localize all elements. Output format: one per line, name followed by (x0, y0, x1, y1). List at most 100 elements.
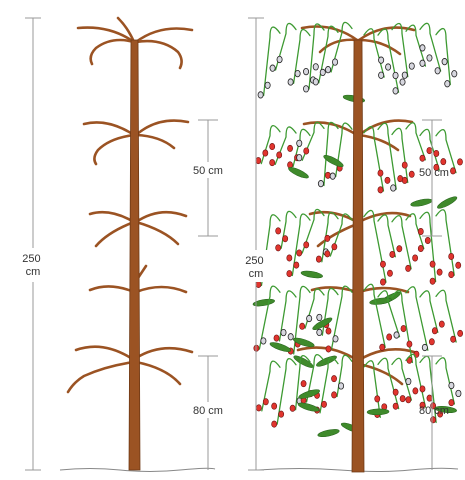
unripe-fruit (317, 314, 322, 320)
vine-stem (281, 211, 296, 248)
ripe-fruit (276, 228, 281, 234)
ripe-fruit (297, 250, 302, 256)
vine-stem (337, 355, 352, 396)
ripe-fruit (380, 261, 385, 267)
ripe-fruit (401, 325, 406, 331)
ripe-fruit (425, 237, 430, 243)
leaf (367, 409, 389, 416)
ripe-fruit (256, 157, 261, 163)
ripe-fruit (402, 177, 407, 183)
unripe-fruit (427, 55, 432, 61)
leaf (300, 270, 323, 280)
ripe-fruit (413, 388, 418, 394)
ripe-fruit (332, 244, 337, 250)
ripe-fruit (272, 403, 277, 409)
unripe-fruit (295, 70, 300, 76)
unripe-fruit (393, 72, 398, 78)
unripe-fruit (313, 79, 318, 85)
ripe-fruit (456, 262, 461, 268)
ripe-fruit (406, 265, 411, 271)
unripe-fruit (288, 334, 293, 340)
vine-stem (436, 358, 454, 404)
unripe-fruit (332, 59, 337, 65)
ripe-fruit (449, 253, 454, 259)
unripe-fruit (320, 69, 325, 75)
vine-stem (378, 358, 399, 408)
leaf (317, 428, 340, 438)
ripe-fruit (430, 261, 435, 267)
ripe-fruit (279, 411, 284, 417)
ripe-fruit (430, 278, 435, 284)
ripe-fruit (429, 339, 434, 345)
ripe-fruit (301, 380, 306, 386)
ripe-fruit (287, 145, 292, 151)
ripe-fruit (402, 162, 407, 168)
ripe-fruit (256, 405, 261, 411)
leaf (297, 401, 320, 413)
right-upper-spacing-label: 50 cm (419, 167, 449, 179)
unripe-fruit (422, 344, 427, 350)
right-total-line-2: cm (249, 268, 264, 280)
left-total-line-2: cm (26, 266, 41, 278)
ripe-fruit (270, 159, 275, 165)
unripe-fruit (420, 60, 425, 66)
ripe-fruit (385, 177, 390, 183)
ripe-fruit (387, 334, 392, 340)
ripe-fruit (321, 401, 326, 407)
unripe-fruit (449, 382, 454, 388)
ripe-fruit (272, 421, 277, 427)
ripe-fruit (400, 395, 405, 401)
ripe-fruit (413, 255, 418, 261)
vine-stem (275, 127, 296, 164)
ripe-fruit (420, 155, 425, 161)
ripe-fruit (427, 395, 432, 401)
ripe-fruit (331, 392, 336, 398)
unripe-fruit (452, 71, 457, 77)
left-upper-spacing-label: 50 cm (193, 165, 223, 177)
ripe-fruit (418, 228, 423, 234)
unripe-fruit (445, 81, 450, 87)
ripe-fruit (283, 236, 288, 242)
vine-stem (406, 123, 425, 160)
ripe-fruit (263, 399, 268, 405)
left-dimensions: 250 cm 50 cm 80 cm (18, 18, 231, 470)
unripe-fruit (303, 68, 308, 74)
ripe-fruit (274, 335, 279, 341)
right-trunk (352, 40, 364, 472)
ripe-fruit (450, 168, 455, 174)
ripe-fruit (420, 386, 425, 392)
ripe-fruit (393, 403, 398, 409)
ripe-fruit (407, 341, 412, 347)
ripe-fruit (290, 405, 295, 411)
ripe-fruit (325, 251, 330, 257)
unripe-fruit (288, 79, 293, 85)
unripe-fruit (297, 154, 302, 160)
ripe-fruit (287, 255, 292, 261)
unripe-fruit (307, 315, 312, 321)
ripe-fruit (326, 346, 331, 352)
ripe-fruit (316, 256, 321, 262)
vine-stem (392, 216, 411, 269)
ripe-fruit (277, 152, 282, 158)
unripe-fruit (297, 140, 302, 146)
unripe-fruit (277, 56, 282, 62)
ripe-fruit (439, 321, 444, 327)
ripe-fruit (263, 150, 268, 156)
leaf (315, 354, 338, 368)
ripe-fruit (393, 389, 398, 395)
ripe-fruit (325, 172, 330, 178)
ripe-fruit (256, 281, 261, 287)
ripe-fruit (276, 245, 281, 251)
left-trunk (129, 40, 140, 470)
ripe-fruit (380, 279, 385, 285)
ripe-fruit (427, 147, 432, 153)
unripe-fruit (442, 58, 447, 64)
ripe-fruit (449, 271, 454, 277)
right-total-line-1: 250 (245, 255, 263, 267)
ripe-fruit (457, 159, 462, 165)
unripe-fruit (261, 338, 266, 344)
ripe-fruit (397, 246, 402, 252)
unripe-fruit (333, 336, 338, 342)
unripe-fruit (325, 66, 330, 72)
ripe-fruit (304, 242, 309, 248)
